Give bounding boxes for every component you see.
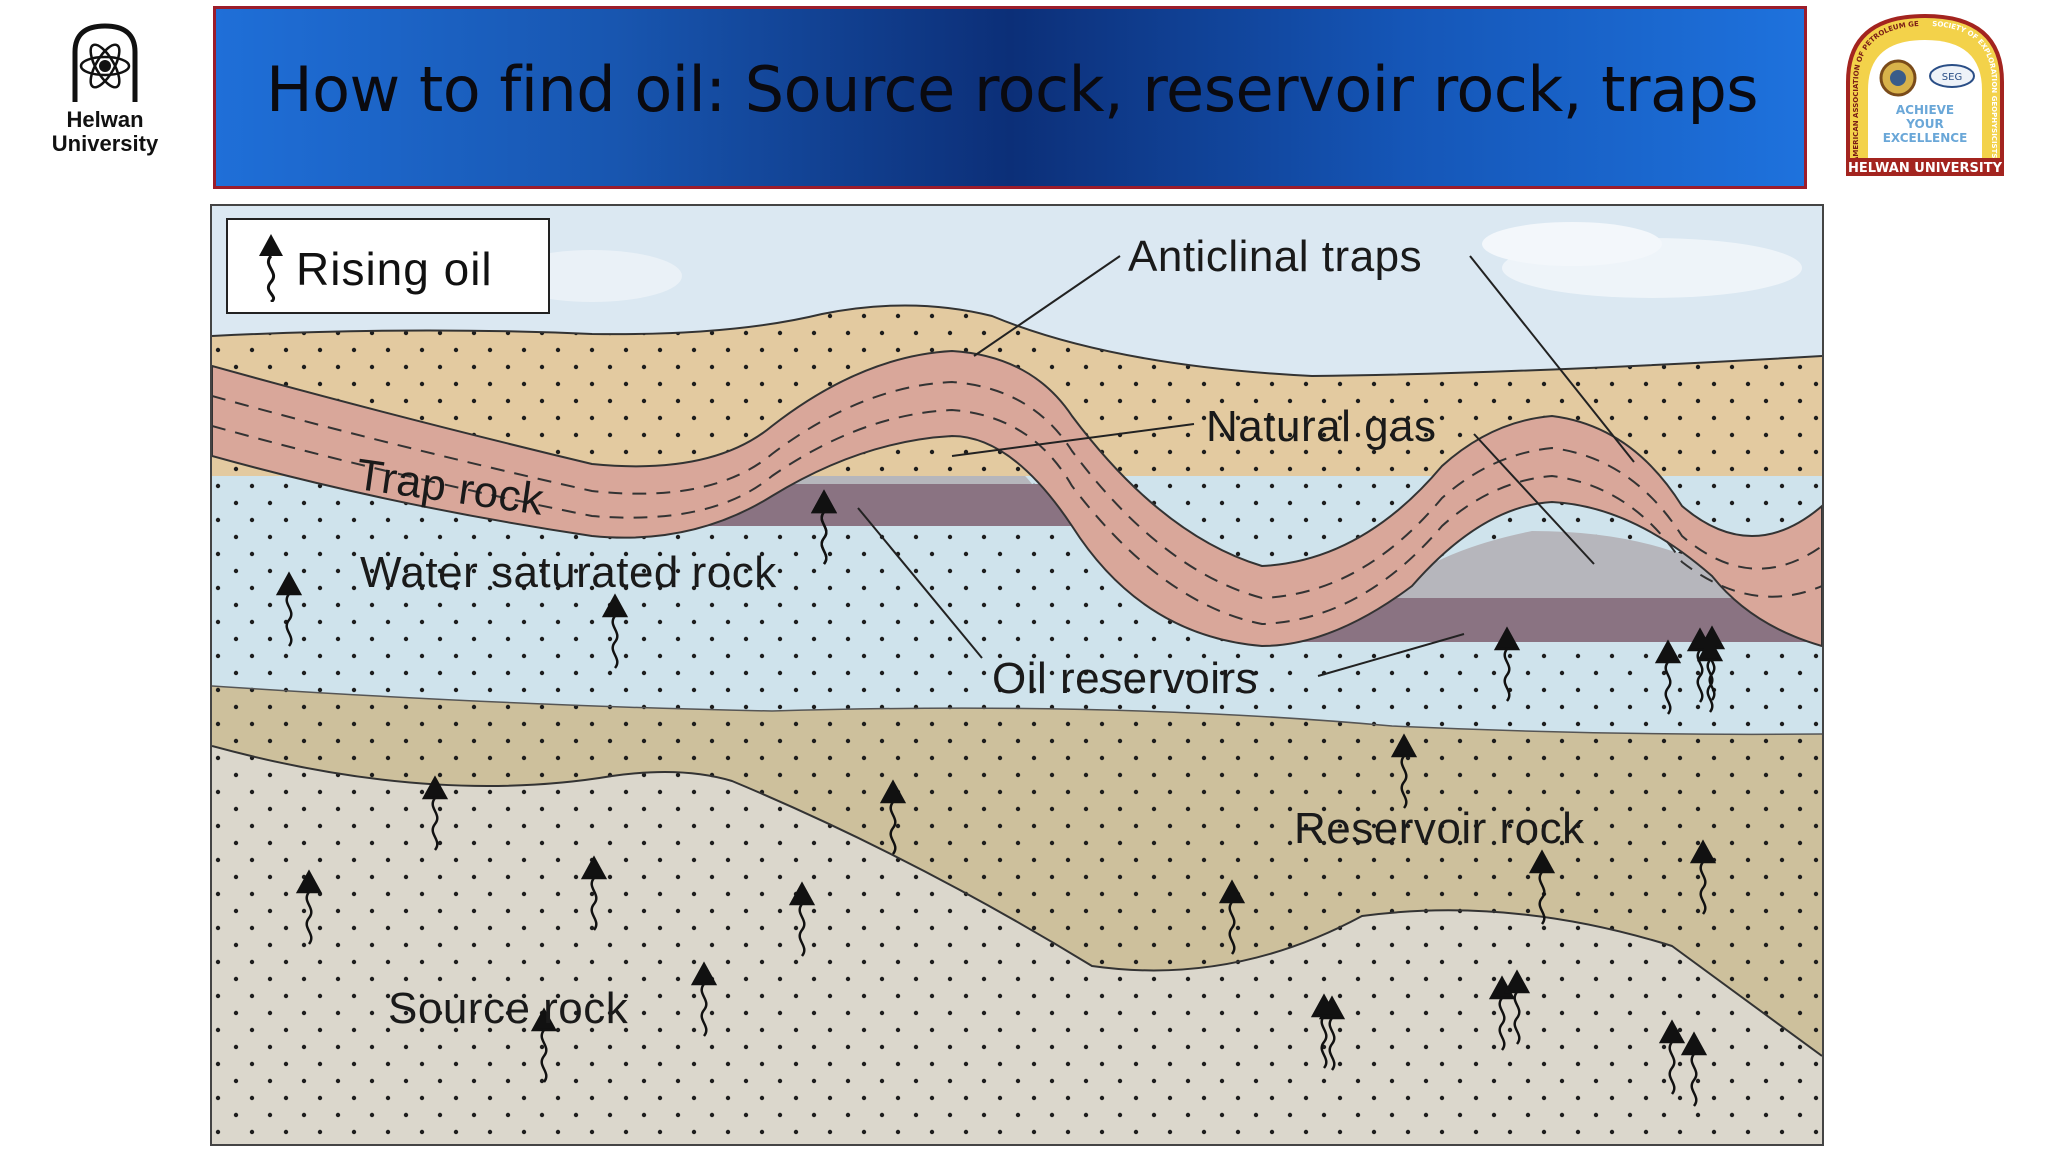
rising-oil-arrow-icon [1503, 969, 1531, 1045]
rising-oil-arrow-icon [1654, 639, 1682, 715]
rising-oil-arrow-icon [295, 869, 323, 945]
rising-oil-arrow-icon [421, 775, 449, 851]
rising-oil-arrow-icon [275, 571, 303, 647]
label-water-saturated-rock: Water saturated rock [360, 548, 777, 597]
svg-text:HELWAN UNIVERSITY: HELWAN UNIVERSITY [1848, 161, 2003, 176]
rising-oil-arrow-icon [810, 489, 838, 565]
geology-cross-section [212, 206, 1822, 1144]
rising-oil-arrow-icon [1686, 627, 1714, 703]
page-title: How to find oil: Source rock, reservoir … [266, 53, 1759, 126]
trap-rock-layer [212, 349, 1822, 648]
label-anticlinal-traps: Anticlinal traps [1128, 232, 1423, 281]
label-natural-gas: Natural gas [1206, 402, 1437, 451]
rising-oil-arrow-icon [1658, 1019, 1686, 1095]
rising-oil-arrow-icon [1680, 1031, 1708, 1107]
legend: Rising oil [226, 218, 550, 314]
rising-oil-arrow-icon [580, 855, 608, 931]
rising-oil-arrow-icon [879, 779, 907, 855]
rising-oil-arrow-icon [788, 881, 816, 957]
rising-oil-arrow-icon [1528, 849, 1556, 925]
oil-trap-diagram: Rising oil Anticlinal traps Natural gas … [210, 204, 1824, 1146]
rising-oil-arrow-icon [530, 1007, 558, 1083]
legend-label: Rising oil [296, 243, 493, 295]
rising-oil-arrow-icon [1689, 839, 1717, 915]
rising-oil-legend-icon [259, 234, 283, 302]
rising-oil-arrow-icon [1218, 879, 1246, 955]
rising-oil-arrow-icon [601, 593, 629, 669]
university-emblem-icon [72, 23, 138, 102]
helwan-university-logo: Helwan University [30, 22, 180, 162]
rising-oil-arrow-icon [690, 961, 718, 1037]
rising-oil-arrow-icon [1696, 637, 1724, 713]
label-reservoir-rock: Reservoir rock [1294, 804, 1585, 853]
rising-oil-arrow-icon [1390, 733, 1418, 809]
svg-text:EXCELLENCE: EXCELLENCE [1883, 131, 1968, 145]
rising-oil-arrow-icon [1493, 626, 1521, 702]
university-name: Helwan University [51, 107, 159, 156]
label-oil-reservoirs: Oil reservoirs [992, 654, 1259, 703]
svg-text:YOUR: YOUR [1905, 117, 1943, 131]
society-logo: AMERICAN ASSOCIATION OF PETROLEUM GEOLOG… [1837, 6, 2010, 178]
rising-oil-arrow-icon [1310, 993, 1338, 1069]
label-source-rock: Source rock [388, 984, 629, 1033]
svg-text:SEG: SEG [1942, 72, 1962, 83]
title-banner: How to find oil: Source rock, reservoir … [213, 6, 1807, 189]
svg-text:ACHIEVE: ACHIEVE [1896, 103, 1954, 117]
